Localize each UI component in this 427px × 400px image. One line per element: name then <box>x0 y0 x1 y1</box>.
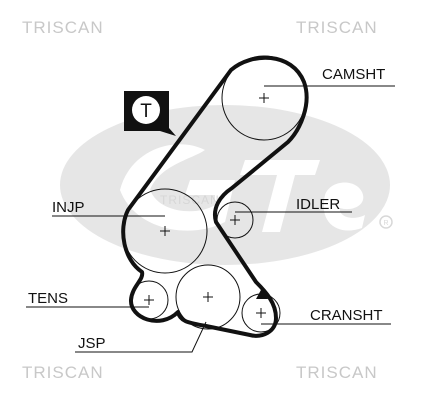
label-tensioner: TENS <box>28 290 68 307</box>
brand-top-left: TRISCAN <box>22 18 104 37</box>
brand-bottom-left: TRISCAN <box>22 363 104 382</box>
label-injection-pump: INJP <box>52 199 85 216</box>
manufacturer-watermark-logo: R <box>60 105 393 265</box>
label-crankshaft: CRANSHT <box>310 307 383 324</box>
tension-badge: T <box>124 91 176 136</box>
label-jsp: JSP <box>78 335 106 352</box>
brand-top-right: TRISCAN <box>296 18 378 37</box>
jsp-pulley <box>175 264 241 330</box>
timing-mark-icon <box>256 288 268 299</box>
jsp-leader <box>75 321 207 353</box>
svg-text:R: R <box>383 220 388 227</box>
label-camshaft: CAMSHT <box>322 66 385 83</box>
label-idler: IDLER <box>296 196 340 213</box>
registered-mark-icon <box>379 215 393 229</box>
tension-badge-letter: T <box>140 101 152 122</box>
brand-bottom-right: TRISCAN <box>296 363 378 382</box>
timing-belt <box>121 55 309 338</box>
brand-watermark-center: TRISCAN <box>160 193 220 207</box>
